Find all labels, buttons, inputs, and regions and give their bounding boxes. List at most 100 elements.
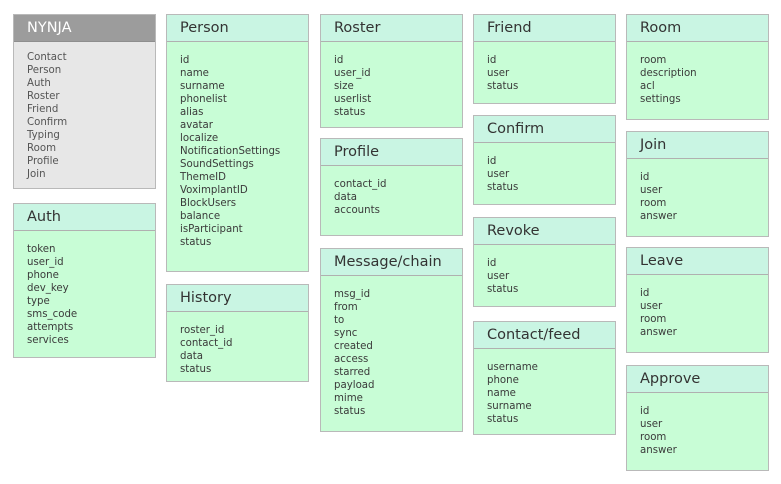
field-item: id xyxy=(640,406,650,417)
field-item: answer xyxy=(640,445,677,456)
field-item: answer xyxy=(640,327,677,338)
field-item: balance xyxy=(180,211,221,222)
field-item: status xyxy=(487,182,519,193)
field-item: acl xyxy=(640,81,655,92)
field-item: type xyxy=(27,296,50,307)
field-item: name xyxy=(487,388,516,399)
field-item: access xyxy=(334,354,369,365)
message-chain-entity-title: Message/chain xyxy=(321,249,462,276)
field-item: SoundSettings xyxy=(180,159,254,170)
profile-entity-title: Profile xyxy=(321,139,462,166)
person-entity-title: Person xyxy=(167,15,308,42)
field-item: token xyxy=(27,244,56,255)
field-item: mime xyxy=(334,393,363,404)
field-item: settings xyxy=(640,94,681,105)
revoke-entity-title: Revoke xyxy=(474,218,615,245)
field-item: user xyxy=(640,185,663,196)
field-item: attempts xyxy=(27,322,74,333)
field-item: Contact xyxy=(27,52,67,63)
field-item: user xyxy=(487,68,510,79)
friend-entity-title: Friend xyxy=(474,15,615,42)
room-field-list: room description acl settings xyxy=(627,42,768,106)
field-item: data xyxy=(180,351,203,362)
field-item: description xyxy=(640,68,697,79)
contact-feed-entity-title: Contact/feed xyxy=(474,322,615,349)
field-item: Confirm xyxy=(27,117,68,128)
field-item: surname xyxy=(180,81,225,92)
room-entity-title: Room xyxy=(627,15,768,42)
field-item: isParticipant xyxy=(180,224,243,235)
leave-entity-title: Leave xyxy=(627,248,768,275)
field-item: dev_key xyxy=(27,283,69,294)
field-item: data xyxy=(334,192,357,203)
nynja-index-title: NYNJA xyxy=(14,15,155,42)
field-item: accounts xyxy=(334,205,380,216)
field-item: id xyxy=(180,55,190,66)
roster-entity-title: Roster xyxy=(321,15,462,42)
history-entity-title: History xyxy=(167,285,308,312)
field-item: status xyxy=(334,107,366,118)
field-item: id xyxy=(487,258,497,269)
field-item: services xyxy=(27,335,69,346)
confirm-entity-title: Confirm xyxy=(474,116,615,143)
approve-field-list: id user room answer xyxy=(627,393,768,457)
field-item: user xyxy=(640,301,663,312)
field-item: user_id xyxy=(334,68,371,79)
field-item: Person xyxy=(27,65,62,76)
field-item: payload xyxy=(334,380,375,391)
field-item: Typing xyxy=(27,130,60,141)
field-item: status xyxy=(487,81,519,92)
field-item: id xyxy=(487,156,497,167)
field-item: Join xyxy=(27,169,46,180)
field-item: status xyxy=(180,364,212,375)
auth-entity-title: Auth xyxy=(14,204,155,231)
field-item: Room xyxy=(27,143,57,154)
field-item: answer xyxy=(640,211,677,222)
field-item: phone xyxy=(487,375,519,386)
field-item: phonelist xyxy=(180,94,227,105)
field-item: surname xyxy=(487,401,532,412)
field-item: room xyxy=(640,55,667,66)
field-item: sync xyxy=(334,328,358,339)
field-item: room xyxy=(640,432,667,443)
field-item: Friend xyxy=(27,104,59,115)
field-item: status xyxy=(334,406,366,417)
field-item: size xyxy=(334,81,354,92)
field-item: status xyxy=(487,414,519,425)
field-item: to xyxy=(334,315,345,326)
field-item: VoximplantID xyxy=(180,185,248,196)
field-item: from xyxy=(334,302,358,313)
field-item: id xyxy=(334,55,344,66)
field-item: msg_id xyxy=(334,289,371,300)
field-item: user xyxy=(640,419,663,430)
join-entity-title: Join xyxy=(627,132,768,159)
field-item: Profile xyxy=(27,156,59,167)
field-item: name xyxy=(180,68,209,79)
field-item: userlist xyxy=(334,94,372,105)
field-item: Auth xyxy=(27,78,51,89)
field-item: contact_id xyxy=(180,338,233,349)
field-item: starred xyxy=(334,367,371,378)
field-item: room xyxy=(640,198,667,209)
field-item: status xyxy=(180,237,212,248)
